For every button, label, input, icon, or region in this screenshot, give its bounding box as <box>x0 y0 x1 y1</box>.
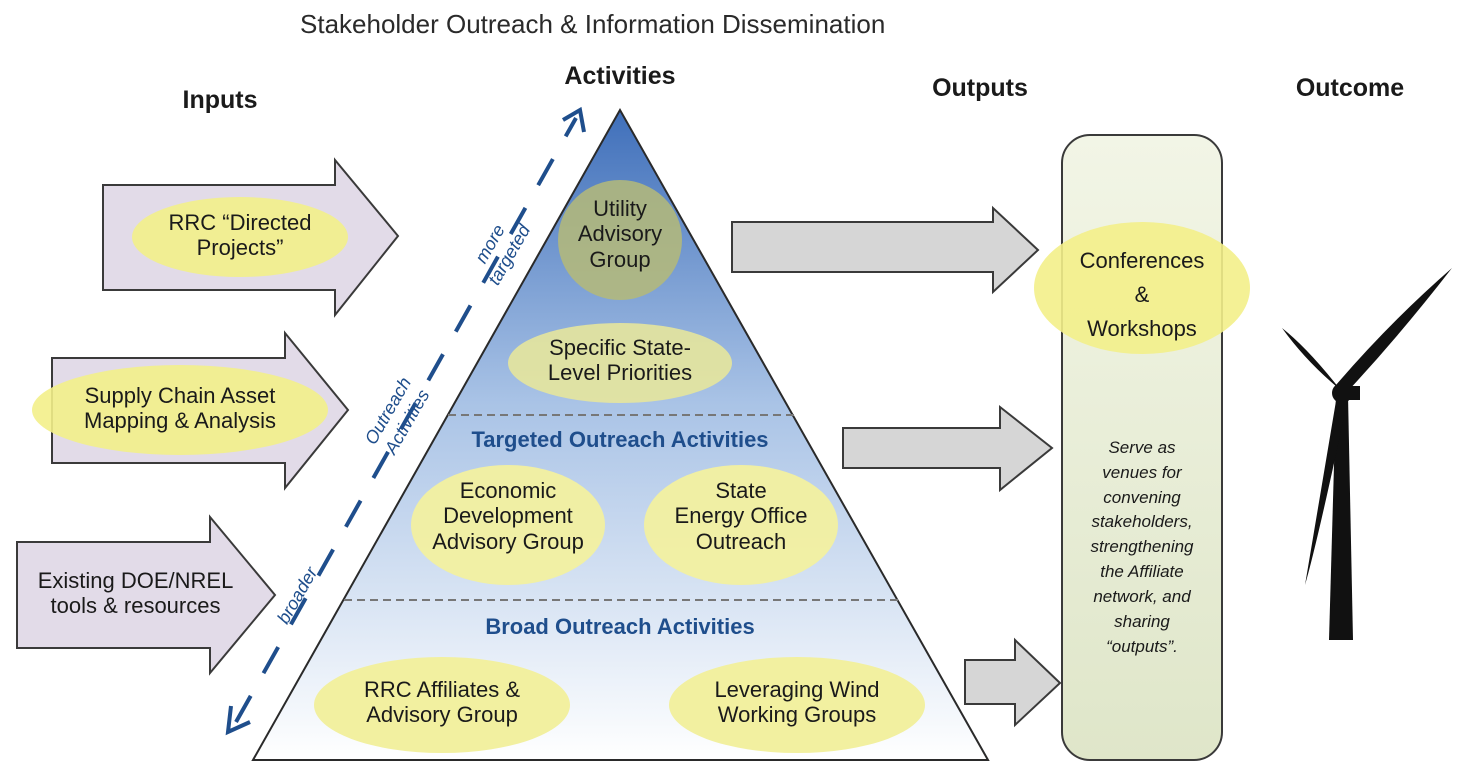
input-highlight-2 <box>32 365 328 455</box>
state-energy-ellipse <box>644 465 838 585</box>
diagram-title: Stakeholder Outreach & Information Disse… <box>300 9 886 39</box>
rrc-affiliates-ellipse <box>314 657 570 753</box>
conferences-highlight <box>1034 222 1250 354</box>
activities-pyramid <box>251 107 990 761</box>
wind-turbine-icon <box>1282 268 1452 640</box>
input-arrow-3 <box>16 514 277 676</box>
down-arrowhead-icon <box>225 705 251 736</box>
econ-dev-ellipse <box>411 465 605 585</box>
input-directed-projects: RRC “Directed Projects” <box>168 210 312 261</box>
broader-arrow-line <box>234 117 578 723</box>
utility-advisory-group: Utility Advisory Group <box>577 196 663 272</box>
header-outcome: Outcome <box>1295 74 1405 102</box>
output-arrow-2 <box>842 404 1054 493</box>
leveraging-wind-working-groups: Leveraging Wind Working Groups <box>714 677 880 728</box>
rrc-affiliates-advisory: RRC Affiliates & Advisory Group <box>363 677 521 728</box>
utility-advisory-ellipse <box>558 180 682 300</box>
output-arrow-1 <box>731 205 1040 295</box>
input-doe-nrel-tools: Existing DOE/NREL tools & resources <box>37 568 234 619</box>
leveraging-wind-ellipse <box>669 657 925 753</box>
up-arrowhead-icon <box>561 106 586 133</box>
input-supply-chain: Supply Chain Asset Mapping & Analysis <box>84 383 276 434</box>
conferences-workshops: Conferences & Workshops <box>1079 248 1205 342</box>
header-activities: Activities <box>564 62 676 90</box>
input-highlight-1 <box>132 197 348 277</box>
outputs-description: Serve as venues for convening stakeholde… <box>1090 438 1194 656</box>
targeted-outreach-header: Targeted Outreach Activities <box>471 427 769 452</box>
specific-state-priorities: Specific State- Level Priorities <box>547 335 693 386</box>
state-priorities-ellipse <box>508 323 732 403</box>
state-energy-office-outreach: State Energy Office Outreach <box>674 478 808 554</box>
broad-outreach-header: Broad Outreach Activities <box>485 614 755 639</box>
header-inputs: Inputs <box>182 86 258 114</box>
output-arrow-3 <box>964 637 1062 728</box>
header-outputs: Outputs <box>932 74 1028 102</box>
economic-development-advisory: Economic Development Advisory Group <box>432 478 584 554</box>
